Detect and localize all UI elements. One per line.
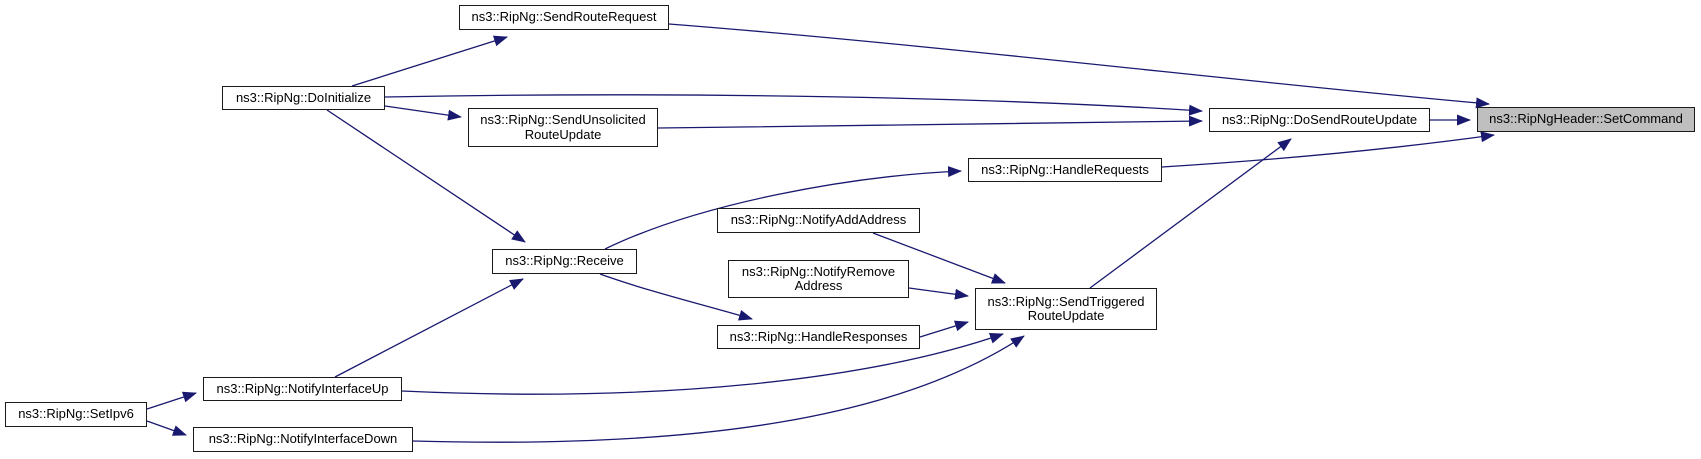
edge-notify-interface-up->send-triggered-route-update [401, 333, 1004, 395]
edge-handle-responses->send-triggered-route-update [919, 320, 969, 338]
node-set-ipv6[interactable]: ns3::RipNg::SetIpv6 [5, 402, 147, 427]
node-receive[interactable]: ns3::RipNg::Receive [492, 249, 637, 274]
node-label: ns3::RipNg::HandleResponses [729, 328, 908, 344]
node-notify-interface-down[interactable]: ns3::RipNg::NotifyInterfaceDown [193, 427, 413, 452]
node-set-command: ns3::RipNgHeader::SetCommand [1477, 107, 1695, 132]
edge-do-initialize->send-unsolicited-route-update [384, 105, 462, 121]
node-label: ns3::RipNg::SetIpv6 [18, 406, 134, 422]
node-notify-add-address[interactable]: ns3::RipNg::NotifyAddAddress [717, 208, 920, 233]
node-label: ns3::RipNg::DoInitialize [235, 89, 372, 105]
node-label: ns3::RipNg::NotifyRemove [741, 263, 896, 279]
edge-notify-add-address->send-triggered-route-update [872, 232, 1006, 284]
node-handle-requests[interactable]: ns3::RipNg::HandleRequests [968, 158, 1162, 182]
node-label: ns3::RipNg::SendTriggered [987, 293, 1145, 309]
node-label: ns3::RipNg::Receive [505, 253, 624, 269]
edge-do-initialize->receive [326, 109, 526, 243]
edge-send-unsolicited-route-update->do-send-route-update [657, 115, 1203, 129]
node-handle-responses[interactable]: ns3::RipNg::HandleResponses [717, 325, 920, 349]
edge-handle-requests->set-command [1161, 131, 1495, 168]
node-send-route-request[interactable]: ns3::RipNg::SendRouteRequest [459, 5, 669, 30]
edge-do-initialize->send-route-request [351, 35, 508, 87]
node-do-send-route-update[interactable]: ns3::RipNg::DoSendRouteUpdate [1209, 108, 1430, 132]
edge-receive->handle-requests [604, 166, 962, 250]
node-label: ns3::RipNg::HandleRequests [981, 161, 1149, 177]
edge-set-ipv6->notify-interface-up [146, 391, 197, 410]
edge-notify-remove-address->send-triggered-route-update [908, 287, 969, 300]
edge-receive->handle-responses [599, 273, 753, 321]
node-label: ns3::RipNg::SendRouteRequest [471, 9, 657, 25]
node-label: ns3::RipNg::NotifyAddAddress [730, 212, 907, 228]
edge-set-ipv6->notify-interface-down [146, 420, 187, 436]
node-do-initialize[interactable]: ns3::RipNg::DoInitialize [222, 86, 385, 110]
edge-do-initialize->do-send-route-update [384, 94, 1203, 116]
node-label: ns3::RipNg::NotifyInterfaceDown [208, 431, 398, 447]
node-label: ns3::RipNg::SendUnsolicited [480, 112, 646, 127]
node-label: ns3::RipNg::NotifyInterfaceUp [216, 380, 389, 396]
edge-send-triggered-route-update->do-send-route-update [1089, 138, 1292, 289]
node-notify-interface-up[interactable]: ns3::RipNg::NotifyInterfaceUp [203, 377, 402, 401]
node-label: RouteUpdate [1027, 308, 1105, 323]
node-label: Address [794, 278, 843, 293]
edge-send-route-request->set-command [668, 23, 1490, 109]
edge-notify-interface-up->receive [334, 278, 524, 378]
node-label: RouteUpdate [524, 126, 602, 142]
edge-notify-interface-down->send-triggered-route-update [412, 335, 1025, 443]
node-label: ns3::RipNg::DoSendRouteUpdate [1221, 111, 1418, 127]
node-label: ns3::RipNgHeader::SetCommand [1489, 111, 1683, 127]
